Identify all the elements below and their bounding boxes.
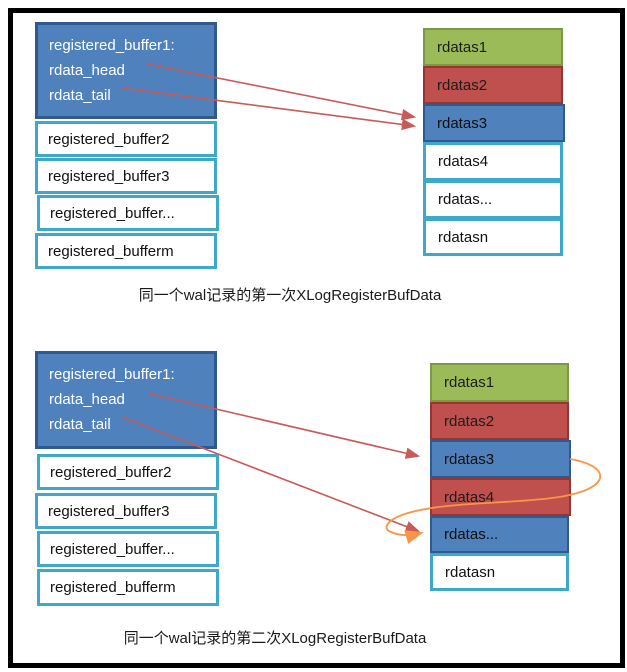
rdata-head-label: rdata_head: [49, 62, 125, 79]
panel2-rdatas-etc-box: rdatas...: [430, 516, 569, 553]
registered-buffer-etc-label: registered_buffer...: [50, 540, 175, 558]
panel1-registered-buffer2-box: registered_buffer2: [35, 121, 217, 157]
panel2-rdatas3-box: rdatas3: [430, 440, 571, 478]
panel2-registered-buffer1-box: registered_buffer1: rdata_head rdata_tai…: [35, 351, 217, 449]
panel2-rdatas4-box: rdatas4: [430, 478, 571, 516]
registered-buffer3-label: registered_buffer3: [48, 167, 170, 185]
registered-buffer2-label: registered_buffer2: [50, 463, 172, 481]
panel2-caption: 同一个wal记录的第二次XLogRegisterBufData: [123, 630, 427, 647]
rdatasn-label: rdatasn: [445, 563, 496, 581]
rdatas-etc-label: rdatas...: [444, 526, 499, 543]
registered-buffer3-label: registered_buffer3: [48, 502, 170, 520]
registered-buffer-etc-label: registered_buffer...: [50, 204, 175, 222]
registered-bufferm-label: registered_bufferm: [48, 242, 174, 260]
panel1-rdatas4-box: rdatas4: [423, 142, 563, 181]
rdatas1-label: rdatas1: [444, 374, 495, 391]
panel1-registered-bufferm-box: registered_bufferm: [35, 233, 217, 269]
registered-buffer2-label: registered_buffer2: [48, 130, 170, 148]
rdata-head-label: rdata_head: [49, 391, 125, 408]
panel2-rdatas1-box: rdatas1: [430, 363, 569, 402]
panel1-registered-buffer-etc-box: registered_buffer...: [37, 195, 219, 231]
panel2-registered-buffer-etc-box: registered_buffer...: [37, 531, 219, 567]
panel1-rdatas1-box: rdatas1: [423, 28, 563, 66]
panel1-rdatas2-box: rdatas2: [423, 66, 563, 104]
panel1-rdatas-etc-box: rdatas...: [423, 180, 563, 219]
registered-bufferm-label: registered_bufferm: [50, 579, 176, 596]
rdatas3-label: rdatas3: [437, 114, 488, 132]
rdatas1-label: rdatas1: [437, 38, 488, 56]
rdatas3-label: rdatas3: [444, 450, 495, 468]
panel1-caption: 同一个wal记录的第一次XLogRegisterBufData: [138, 287, 442, 304]
panel2-rdatas2-box: rdatas2: [430, 402, 569, 440]
panel1-registered-buffer1-box: registered_buffer1: rdata_head rdata_tai…: [35, 22, 217, 119]
rdatas2-label: rdatas2: [444, 412, 495, 430]
panel2-registered-bufferm-box: registered_bufferm: [37, 569, 219, 606]
panel1-registered-buffer3-box: registered_buffer3: [35, 158, 217, 194]
rdatas2-label: rdatas2: [437, 76, 488, 94]
rdatas4-label: rdatas4: [438, 153, 489, 170]
rdatas-etc-label: rdatas...: [438, 191, 493, 208]
registered-buffer1-title: registered_buffer1:: [49, 37, 175, 54]
rdata-tail-label: rdata_tail: [49, 87, 111, 104]
rdatasn-label: rdatasn: [438, 228, 489, 246]
rdatas4-label: rdatas4: [444, 488, 495, 506]
panel1-rdatasn-box: rdatasn: [423, 218, 563, 256]
diagram-frame: [8, 8, 625, 668]
rdata-tail-label: rdata_tail: [49, 416, 111, 433]
panel2-registered-buffer2-box: registered_buffer2: [37, 454, 219, 490]
panel2-registered-buffer3-box: registered_buffer3: [35, 493, 217, 529]
panel1-rdatas3-box: rdatas3: [423, 104, 565, 142]
registered-buffer1-title: registered_buffer1:: [49, 366, 175, 383]
panel2-rdatasn-box: rdatasn: [430, 553, 569, 591]
